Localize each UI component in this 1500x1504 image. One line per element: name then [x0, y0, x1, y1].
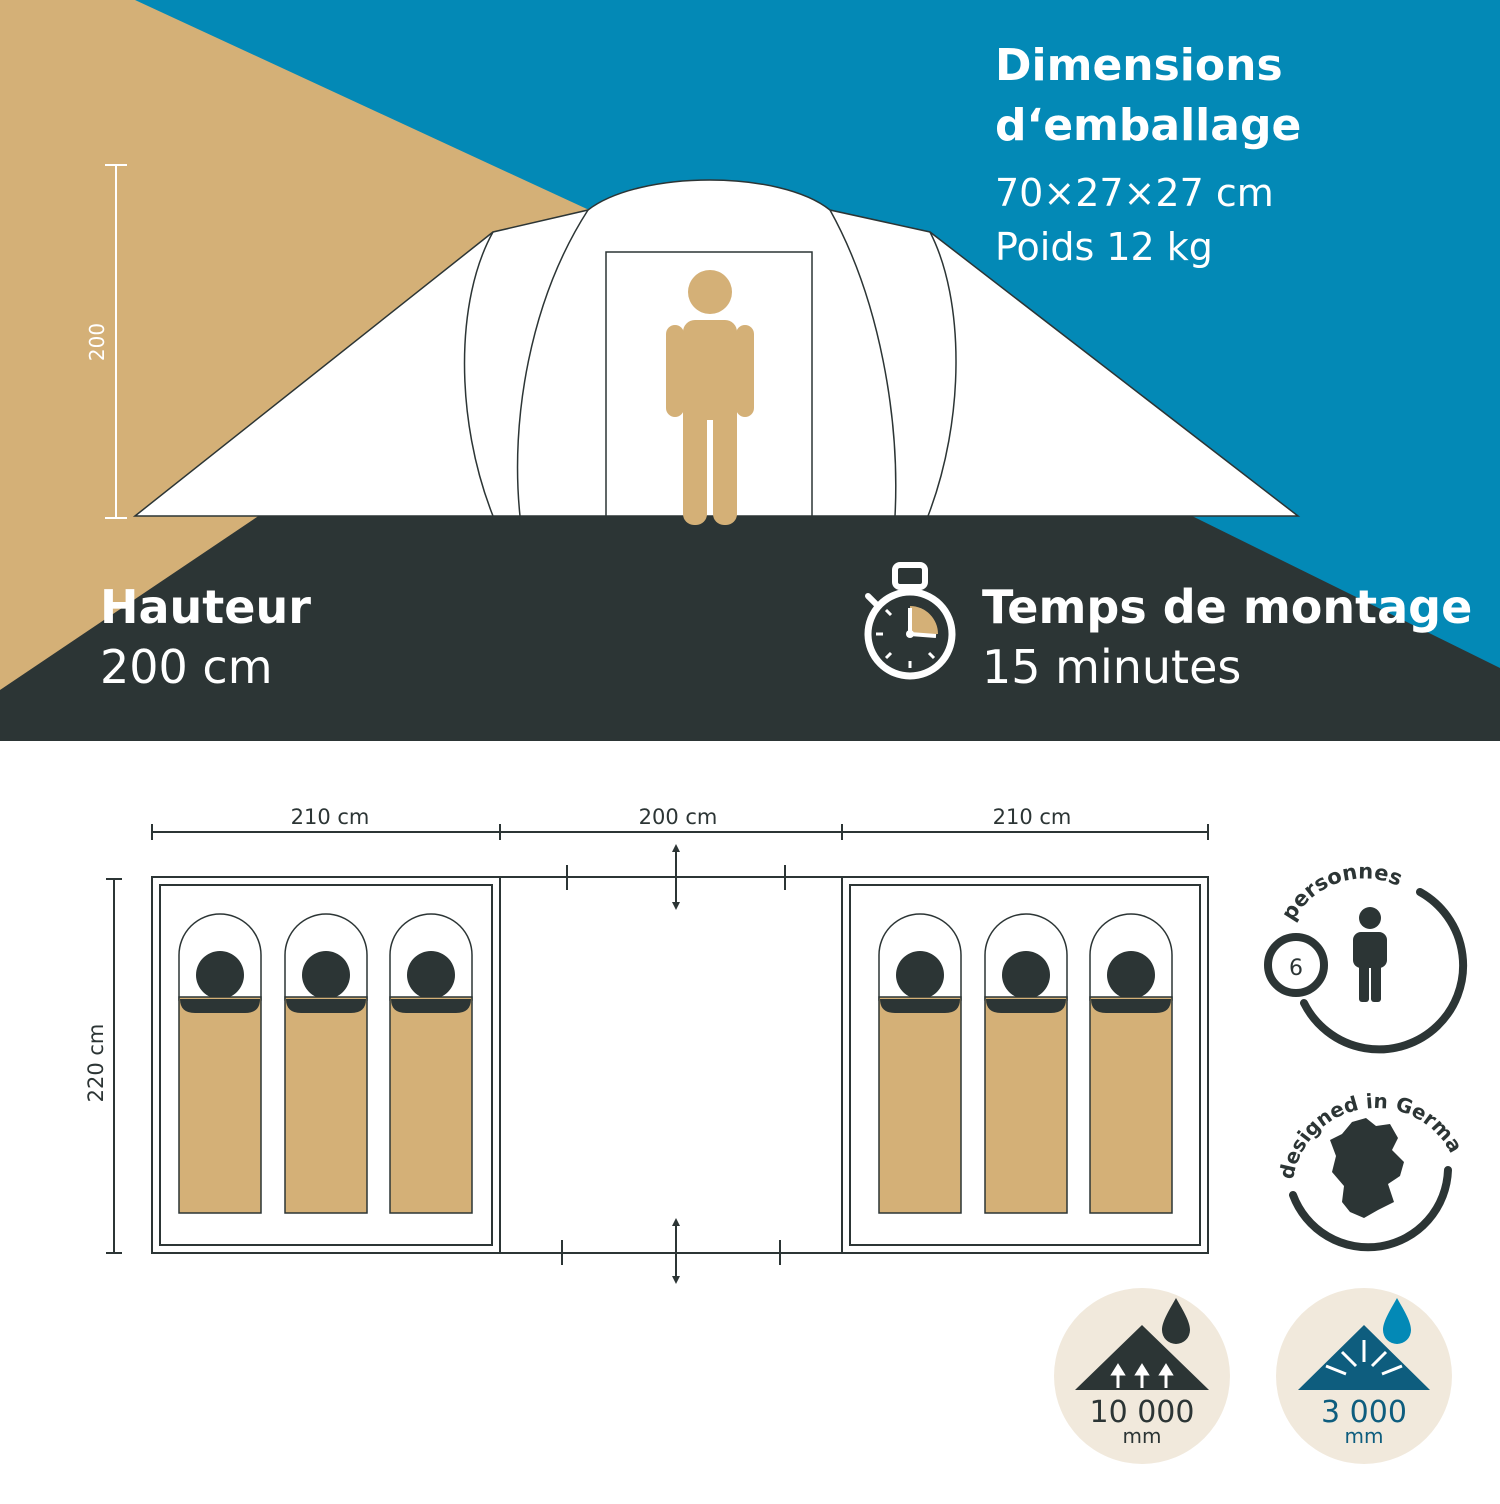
waterproof-outer-badge: 10 000 mm [1054, 1288, 1230, 1464]
packing-weight: Poids 12 kg [995, 225, 1213, 269]
setup-title: Temps de montage [982, 580, 1472, 634]
packing-title-line1: Dimensions [995, 40, 1283, 91]
tent-pole-right-outer [927, 231, 957, 517]
svg-text:personnes: personnes [1277, 859, 1406, 924]
persons-label: personnes [1277, 859, 1406, 924]
water-drop-icon [1383, 1298, 1411, 1344]
waterproof-outer-value: 10 000 [1090, 1395, 1195, 1430]
cabin-left-outer [151, 876, 501, 1254]
tent-pole-left-inner [516, 209, 589, 517]
floorplan-dimensions [106, 824, 1209, 1254]
setup-value: 15 minutes [982, 640, 1241, 694]
width-center-label: 200 cm [639, 805, 718, 829]
tent-pole-left-outer [463, 231, 494, 517]
person-icon [666, 270, 754, 525]
packing-info: Dimensions d‘emballage 70×27×27 cm Poids… [995, 40, 1301, 269]
germany-map-icon [1330, 1118, 1404, 1218]
sleeping-bags-right [878, 913, 1173, 1214]
sleeping-bag [389, 913, 473, 1214]
width-left-label: 210 cm [291, 805, 370, 829]
persons-badge: 6 personnes [1264, 859, 1468, 1054]
waterproof-floor-badge: 3 000 mm [1276, 1288, 1452, 1464]
height-scale [105, 164, 127, 519]
depth-label: 220 cm [84, 1024, 108, 1103]
water-drop-icon [1162, 1298, 1190, 1344]
height-scale-label: 200 [85, 323, 109, 361]
tent-pole-right-inner [829, 209, 897, 517]
persons-count: 6 [1289, 956, 1303, 981]
stopwatch-icon [864, 562, 956, 680]
waterproof-floor-unit: mm [1345, 1424, 1384, 1448]
cabin-right-outer [841, 876, 1209, 1254]
tent-roof-icon [1075, 1325, 1209, 1390]
width-right-label: 210 cm [993, 805, 1072, 829]
height-title: Hauteur [100, 580, 311, 634]
packing-size: 70×27×27 cm [995, 171, 1274, 215]
waterproof-floor-value: 3 000 [1321, 1395, 1407, 1430]
sleeping-bag [178, 913, 262, 1214]
sleeping-bag [878, 913, 962, 1214]
waterproof-outer-unit: mm [1123, 1424, 1162, 1448]
packing-title-line2: d‘emballage [995, 100, 1301, 151]
sleeping-bag [1089, 913, 1173, 1214]
sleeping-bags-left [178, 913, 473, 1214]
sleeping-bag [284, 913, 368, 1214]
sleeping-bag [984, 913, 1068, 1214]
person-icon [1353, 907, 1387, 1002]
height-value: 200 cm [100, 640, 273, 694]
dark-ground [0, 515, 1500, 741]
